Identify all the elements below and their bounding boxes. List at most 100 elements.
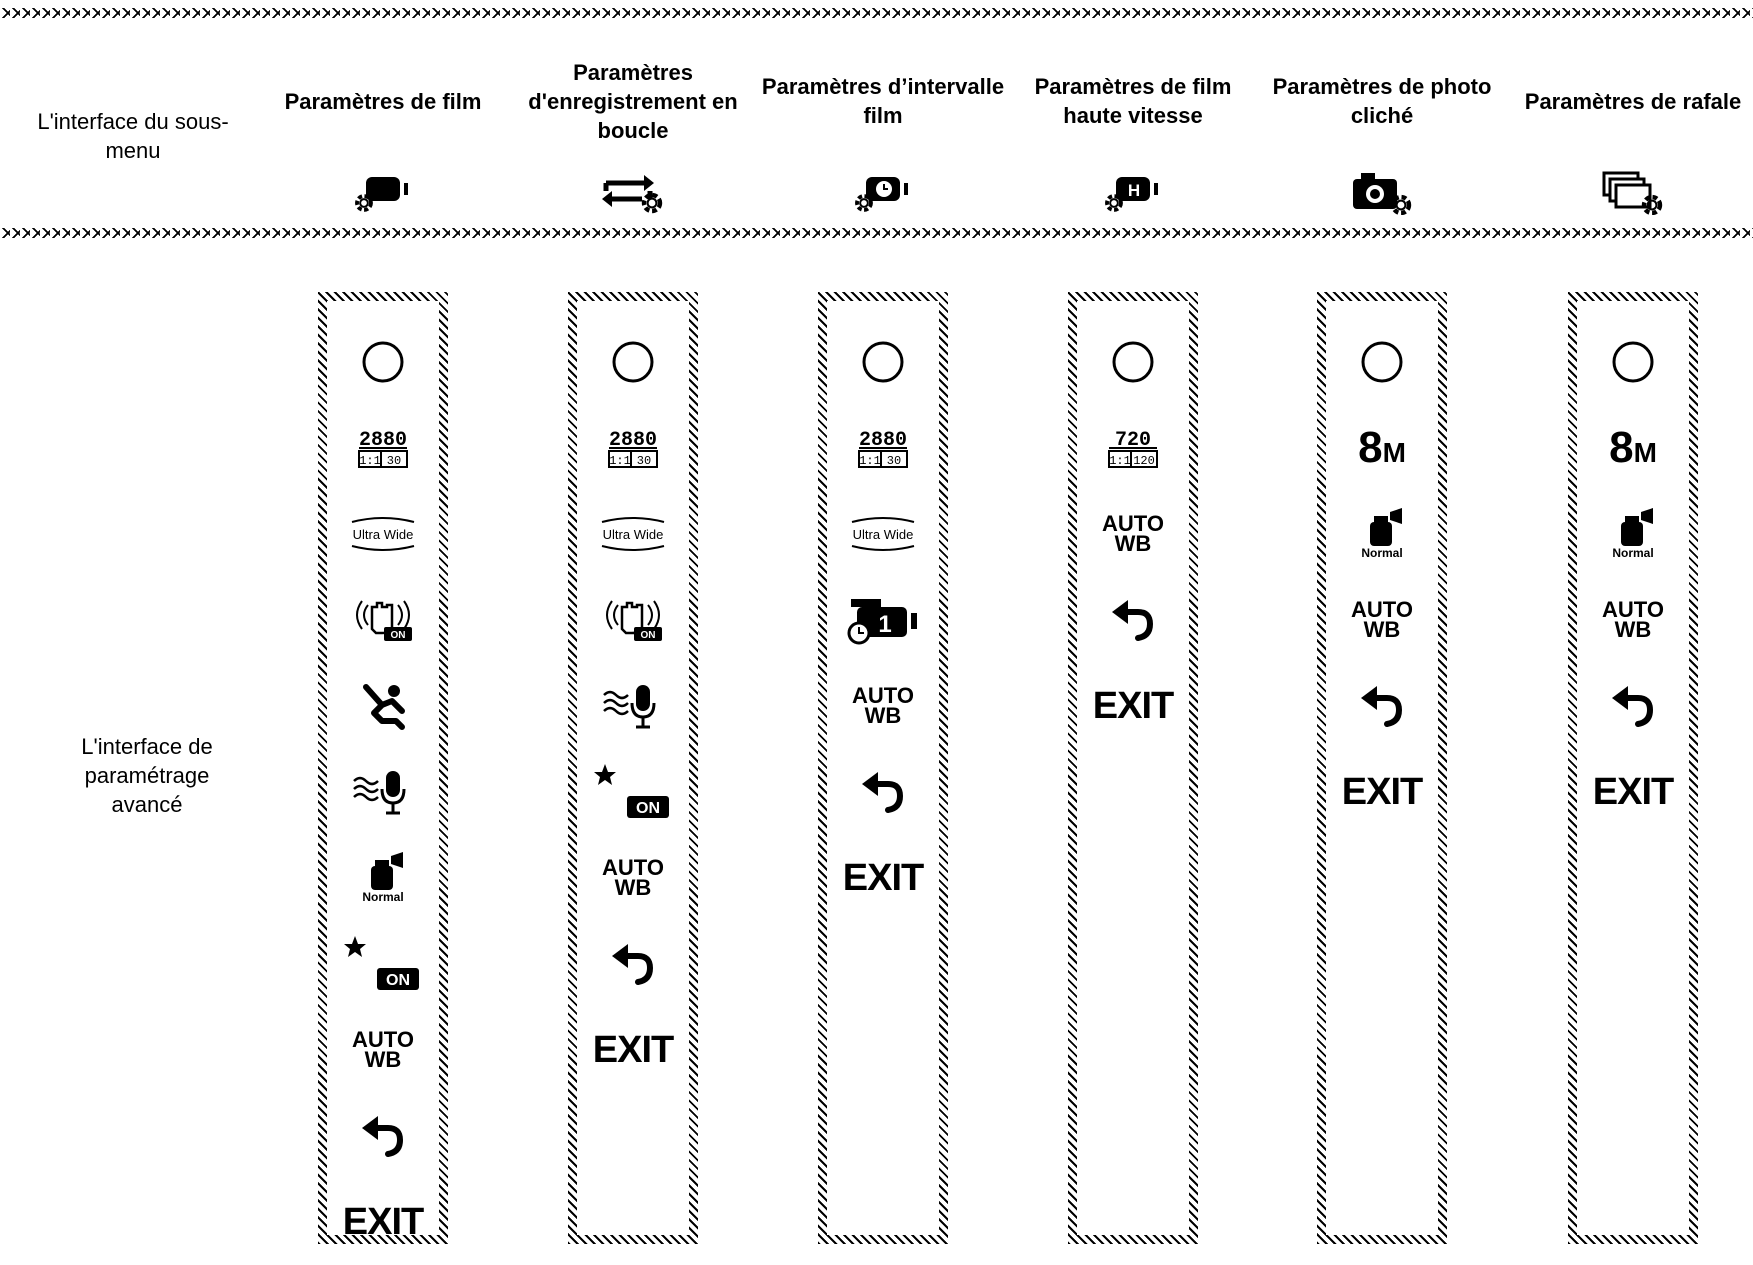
back-arrow-icon[interactable] [1577,663,1689,749]
row-label-submenu: L'interface du sous-menu [37,109,229,163]
column-title: Paramètres d’intervalle film [761,74,1005,128]
svg-text:2880: 2880 [359,429,407,452]
exit-button[interactable]: EXIT [327,1179,439,1265]
resolution-2880-icon[interactable]: 2880 1:1 30 [827,405,939,491]
video-settings-icon[interactable] [258,152,508,232]
svg-text:120: 120 [1133,454,1155,468]
stabilizer-on-icon[interactable]: ON [327,577,439,663]
svg-text:2880: 2880 [859,429,907,452]
exit-button[interactable]: EXIT [827,835,939,921]
ultra-wide-icon[interactable]: Ultra Wide [827,491,939,577]
exit-label: EXIT [342,1200,424,1243]
normal-sharpness-icon[interactable]: Normal [1326,491,1438,577]
exit-label: EXIT [1092,684,1174,727]
column-title: Paramètres de photo cliché [1272,74,1492,128]
top-border [0,8,1753,18]
column-header: Paramètres de rafale [1508,56,1753,232]
middle-border [0,228,1753,238]
column-header: Paramètres d’intervalle film [758,56,1008,232]
dive-scene-icon[interactable] [327,663,439,749]
wind-noise-mic-icon[interactable] [327,749,439,835]
mode-circle-icon[interactable] [827,319,939,405]
exit-label: EXIT [1341,770,1423,813]
stabilizer-on-icon[interactable]: ON [577,577,689,663]
mode-circle-icon[interactable] [327,319,439,405]
exit-button[interactable]: EXIT [577,1007,689,1093]
svg-text:1:1: 1:1 [859,454,881,468]
loop-settings-icon[interactable] [508,152,758,232]
svg-text:1:1: 1:1 [609,454,631,468]
resolution-720-icon[interactable]: 720 1:1 120 [1077,405,1189,491]
exit-button[interactable]: EXIT [1326,749,1438,835]
mode-circle-icon[interactable] [1326,319,1438,405]
svg-text:Ultra Wide: Ultra Wide [353,527,414,542]
svg-text:Normal: Normal [1361,546,1402,560]
night-mode-on-icon[interactable]: ON [327,921,439,1007]
column-header: Paramètres de photo cliché [1257,56,1507,232]
svg-text:Ultra Wide: Ultra Wide [603,527,664,542]
svg-text:2880: 2880 [609,429,657,452]
svg-text:ON: ON [636,800,660,817]
normal-sharpness-icon[interactable]: Normal [327,835,439,921]
normal-sharpness-icon[interactable]: Normal [1577,491,1689,577]
svg-text:ON: ON [391,630,406,641]
column-title: Paramètres de film [284,88,482,114]
column-title: Paramètres de rafale [1524,88,1742,114]
column-title: Paramètres de film haute vitesse [1034,74,1232,128]
exit-button[interactable]: EXIT [1077,663,1189,749]
svg-text:H: H [1128,181,1140,200]
back-arrow-icon[interactable] [827,749,939,835]
mode-circle-icon[interactable] [577,319,689,405]
back-arrow-icon[interactable] [577,921,689,1007]
svg-text:1:1: 1:1 [359,454,381,468]
ultra-wide-icon[interactable]: Ultra Wide [327,491,439,577]
svg-text:Ultra Wide: Ultra Wide [853,527,914,542]
column-header: Paramètres d'enregistrement en boucle [508,56,758,232]
svg-text:1: 1 [878,611,891,638]
row-label-advanced: L'interface de paramétrage avancé [81,734,213,817]
interval-settings-icon[interactable] [758,152,1008,232]
exit-button[interactable]: EXIT [1577,749,1689,835]
svg-text:30: 30 [637,454,651,468]
svg-text:Normal: Normal [362,890,403,904]
photo-settings-icon[interactable] [1257,152,1507,232]
exit-label: EXIT [1592,770,1674,813]
photo-resolution-8m-icon[interactable]: 8M [1609,423,1657,472]
mode-circle-icon[interactable] [1577,319,1689,405]
burst-settings-icon[interactable] [1508,152,1753,232]
interval-one-icon[interactable]: 1 [827,577,939,663]
svg-text:30: 30 [387,454,401,468]
svg-text:1:1: 1:1 [1109,454,1131,468]
ultra-wide-icon[interactable]: Ultra Wide [577,491,689,577]
resolution-2880-icon[interactable]: 2880 1:1 30 [327,405,439,491]
back-arrow-icon[interactable] [327,1093,439,1179]
svg-text:720: 720 [1115,429,1151,452]
mode-circle-icon[interactable] [1077,319,1189,405]
exit-label: EXIT [592,1028,674,1071]
resolution-2880-icon[interactable]: 2880 1:1 30 [577,405,689,491]
column-title: Paramètres d'enregistrement en boucle [528,59,738,143]
back-arrow-icon[interactable] [1077,577,1189,663]
svg-text:ON: ON [641,630,656,641]
exit-label: EXIT [842,856,924,899]
night-mode-on-icon[interactable]: ON [577,749,689,835]
column-header: Paramètres de film [258,56,508,232]
photo-resolution-8m-icon[interactable]: 8M [1358,423,1406,472]
back-arrow-icon[interactable] [1326,663,1438,749]
highspeed-settings-icon[interactable]: H [1008,152,1258,232]
svg-text:ON: ON [386,972,410,989]
wind-noise-mic-icon[interactable] [577,663,689,749]
